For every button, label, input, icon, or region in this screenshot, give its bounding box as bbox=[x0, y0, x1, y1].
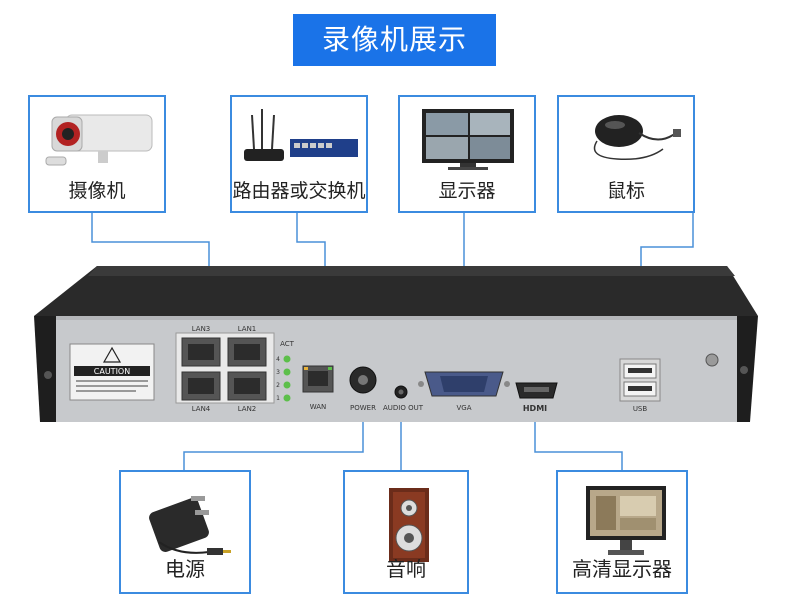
audio-out-label: AUDIO OUT bbox=[383, 404, 424, 412]
power-label-cn: 电源 bbox=[165, 557, 205, 581]
monitor-label: 显示器 bbox=[438, 180, 496, 202]
ground-screw-icon bbox=[705, 353, 719, 367]
router-label: 路由器或交换机 bbox=[232, 180, 366, 202]
act-led-icon bbox=[283, 394, 291, 402]
act-led-icon bbox=[283, 368, 291, 376]
act-number: 2 bbox=[276, 382, 280, 389]
screw-icon bbox=[44, 371, 52, 379]
router-switch-icon bbox=[244, 109, 358, 161]
lan3-label: LAN3 bbox=[192, 325, 211, 333]
lan4-label: LAN4 bbox=[192, 405, 211, 413]
connector-hdmi bbox=[534, 410, 623, 470]
wan-label: WAN bbox=[310, 403, 327, 411]
hd-monitor-label: 高清显示器 bbox=[572, 557, 672, 581]
lan1-label: LAN1 bbox=[238, 325, 257, 333]
screw-icon bbox=[740, 366, 748, 374]
hdmi-label: HDMI bbox=[523, 404, 547, 413]
act-led-icon bbox=[283, 355, 291, 363]
device-card-router: 路由器或交换机 bbox=[230, 95, 368, 213]
speaker-icon bbox=[389, 488, 429, 562]
mouse-icon bbox=[593, 115, 681, 161]
vga-label: VGA bbox=[456, 404, 471, 412]
act-number: 3 bbox=[276, 369, 280, 376]
device-card-hd-monitor: 高清显示器 bbox=[556, 470, 688, 594]
mouse-label: 鼠标 bbox=[606, 180, 645, 202]
act-number: 4 bbox=[276, 356, 280, 363]
camera-icon bbox=[45, 114, 153, 166]
device-card-mouse: 鼠标 bbox=[557, 95, 695, 213]
device-card-power: 电源 bbox=[119, 470, 251, 594]
device-card-monitor: 显示器 bbox=[398, 95, 536, 213]
act-led-icon bbox=[283, 381, 291, 389]
usb-label: USB bbox=[633, 405, 648, 413]
power-label: POWER bbox=[350, 404, 376, 412]
act-number: 1 bbox=[276, 395, 280, 402]
warning-triangle-icon bbox=[102, 346, 122, 363]
monitor-icon bbox=[422, 109, 514, 170]
nvr-top-cover bbox=[34, 266, 758, 316]
speaker-label: 音响 bbox=[386, 557, 426, 581]
camera-label: 摄像机 bbox=[68, 180, 126, 202]
caution-text: CAUTION bbox=[94, 367, 130, 376]
device-card-speaker: 音响 bbox=[343, 470, 469, 594]
power-adapter-icon bbox=[149, 496, 231, 555]
lan2-label: LAN2 bbox=[238, 405, 257, 413]
act-label: ACT bbox=[280, 340, 295, 348]
device-card-camera: 摄像机 bbox=[28, 95, 166, 213]
page-title: 录像机展示 bbox=[293, 14, 496, 66]
hd-monitor-icon bbox=[586, 486, 666, 555]
